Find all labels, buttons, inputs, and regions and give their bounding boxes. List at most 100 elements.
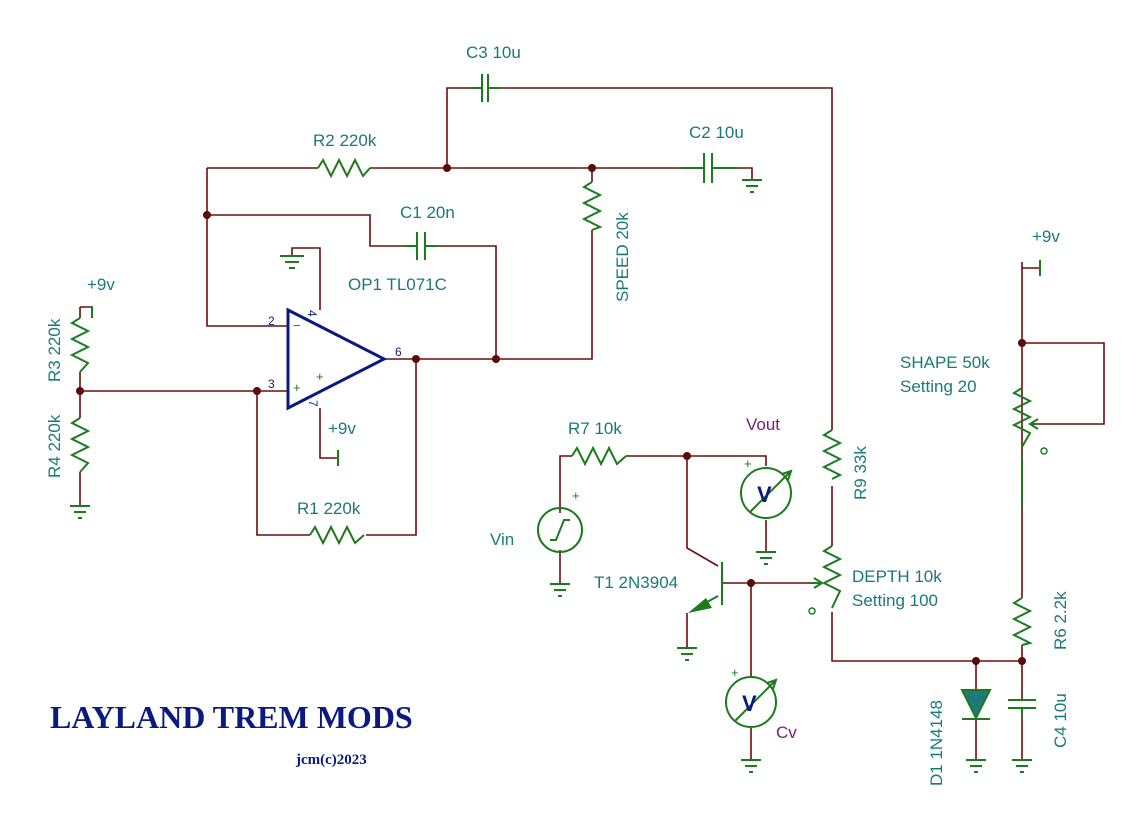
ground-icon — [1012, 759, 1032, 773]
label-shape: SHAPE 50k — [900, 353, 990, 372]
vin-ramp-icon — [550, 519, 570, 541]
label-shape-supply: +9v — [1032, 227, 1060, 246]
junction-dot — [443, 164, 451, 172]
voltmeter-icon: V — [742, 691, 757, 716]
component-labels: C3 10u R2 220k C2 10u C1 20n OP1 TL071C … — [45, 43, 1070, 786]
capacitor-c2 — [680, 153, 738, 183]
label-r3-supply: +9v — [87, 275, 115, 294]
ground-icon — [677, 647, 697, 661]
resistor-r3 — [69, 317, 91, 373]
vout-plus-sign: + — [744, 456, 752, 471]
ground-icon — [741, 759, 761, 773]
resistor-depth — [821, 545, 843, 609]
cv-meter-circle — [725, 676, 777, 728]
shape-wiper-marker — [1040, 447, 1048, 455]
label-r2: R2 220k — [313, 131, 377, 150]
ground-symbols — [70, 179, 1032, 773]
capacitor-c3 — [470, 74, 500, 102]
label-c4: C4 10u — [1051, 693, 1070, 748]
label-t1: T1 2N3904 — [594, 573, 678, 592]
junction-dot — [683, 452, 691, 460]
opamp-op1: 2 3 4 6 7 − + + — [268, 307, 402, 411]
wire-shape — [1021, 262, 1105, 458]
meter-vout: V + — [740, 456, 793, 519]
wire-r7 — [559, 455, 767, 513]
ground-icon — [280, 255, 304, 269]
resistor-r2 — [317, 157, 371, 179]
label-vin: Vin — [490, 530, 514, 549]
resistor-r4 — [69, 417, 91, 473]
label-r9: R9 33k — [851, 446, 870, 500]
junction-dot — [203, 211, 211, 219]
diode-d1-triangle — [960, 689, 992, 721]
pin-7-label: 7 — [306, 400, 320, 407]
junction-dot — [412, 355, 420, 363]
depth-wiper-marker — [808, 607, 816, 615]
cv-meter-arrow — [734, 678, 778, 722]
label-r4: R4 220k — [45, 414, 64, 478]
voltmeter-icon: V — [757, 482, 772, 507]
wire-speed — [384, 168, 593, 360]
pin-3-label: 3 — [268, 377, 275, 391]
junction-dot — [1018, 339, 1026, 347]
ground-icon — [550, 583, 570, 597]
resistor-r6 — [1011, 597, 1033, 646]
label-r6: R6 2.2k — [1051, 591, 1070, 650]
potentiometer-shape — [1011, 387, 1048, 505]
pin-6-label: 6 — [395, 345, 402, 359]
wire-c2-gnd — [738, 167, 753, 180]
t1-emitter-arrow — [688, 598, 712, 613]
label-c3: C3 10u — [466, 43, 521, 62]
wire-depth — [831, 486, 1022, 662]
label-shape-setting: Setting 20 — [900, 377, 977, 396]
noninverting-sign: + — [293, 380, 301, 395]
ground-icon — [756, 551, 776, 565]
source-vin: + — [537, 488, 583, 553]
junction-dots — [76, 164, 1026, 665]
label-r1: R1 220k — [297, 499, 361, 518]
junction-dot — [972, 657, 980, 665]
wire-c1-left — [207, 214, 404, 247]
wire-op1-gnd — [291, 247, 321, 310]
wire-r3-r4 — [79, 306, 93, 506]
label-cv: Cv — [776, 723, 797, 742]
vout-meter-arrow — [749, 469, 793, 513]
junction-dot — [1018, 657, 1026, 665]
junction-dot — [492, 355, 500, 363]
copyright-note: jcm(c)2023 — [295, 752, 367, 768]
vout-meter-circle — [740, 467, 792, 519]
supply-plus-sign: + — [316, 369, 324, 384]
resistor-r1 — [309, 524, 365, 546]
opamp-triangle — [286, 307, 388, 411]
junction-dot — [76, 387, 84, 395]
inverting-sign: − — [293, 318, 301, 333]
diode-d1 — [960, 689, 992, 721]
wire-left-feedback — [206, 168, 288, 327]
resistor-speed — [581, 181, 603, 231]
wire-c3-loop — [446, 87, 833, 430]
resistor-r7 — [571, 445, 627, 467]
wire-r1-loop — [256, 359, 417, 536]
label-d1: D1 1N4148 — [927, 700, 946, 786]
label-depth: DEPTH 10k — [852, 567, 942, 586]
vin-plus-sign: + — [572, 488, 580, 503]
label-c2: C2 10u — [689, 123, 744, 142]
potentiometer-depth — [808, 545, 843, 615]
transistor-t1 — [688, 562, 723, 613]
capacitors — [404, 74, 1036, 716]
wire-d1-c4 — [975, 661, 1023, 760]
capacitor-c4 — [1008, 699, 1036, 716]
meter-cv: V + — [725, 665, 778, 728]
wire-t1-collector — [686, 456, 719, 567]
vin-source-circle — [537, 507, 583, 553]
label-c1: C1 20n — [400, 203, 455, 222]
label-op1: OP1 TL071C — [348, 275, 447, 294]
wire-op1-vplus — [319, 408, 338, 459]
depth-wiper-arrow — [810, 577, 824, 589]
label-r3: R3 220k — [45, 318, 64, 382]
label-depth-setting: Setting 100 — [852, 591, 938, 610]
resistor-shape — [1011, 387, 1033, 505]
junction-dot — [253, 387, 261, 395]
